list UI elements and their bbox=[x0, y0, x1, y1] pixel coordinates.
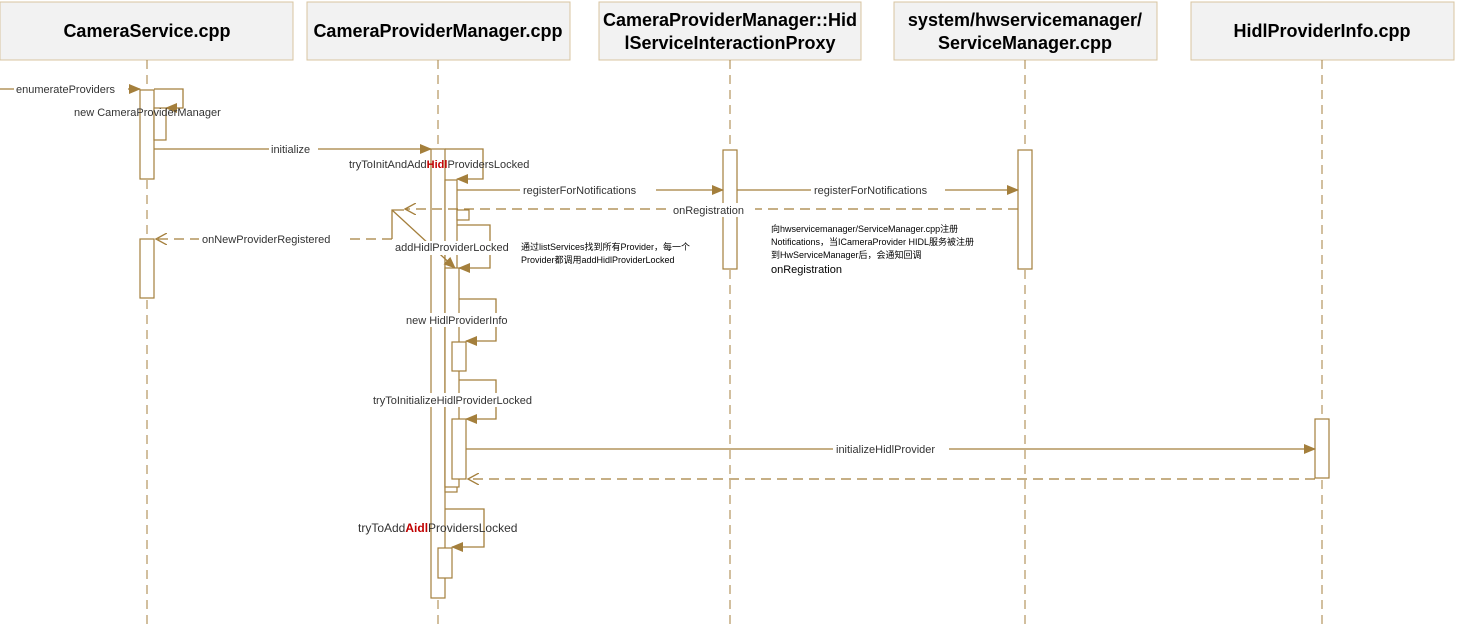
label-new-hidl-provider-info: new HidlProviderInfo bbox=[406, 315, 508, 327]
participant-hidl-proxy: CameraProviderManager::Hid lServiceInter… bbox=[598, 1, 862, 61]
note-registration-line2: Notifications，当ICameraProvider HIDL服务被注册 bbox=[771, 236, 974, 247]
note-registration-line1: 向hwservicemanager/ServiceManager.cpp注册 bbox=[771, 223, 958, 234]
label-new-camera-provider-manager: new CameraProviderManager bbox=[74, 107, 221, 119]
note-registration: 向hwservicemanager/ServiceManager.cpp注册 N… bbox=[771, 223, 974, 276]
label-try-init-hidl: tryToInitAndAddHidlProvidersLocked bbox=[349, 159, 529, 171]
participant-label: CameraService.cpp bbox=[63, 21, 230, 41]
message-labels: enumerateProviders new CameraProviderMan… bbox=[14, 82, 949, 535]
participant-label-line1: system/hwservicemanager/ bbox=[908, 10, 1142, 30]
msg-try-init-hidl-line bbox=[445, 148, 484, 184]
activation-camera-service-2 bbox=[139, 238, 155, 299]
activation-service-manager bbox=[1017, 149, 1033, 270]
activation-cpm-new-hidl-provider-info bbox=[451, 341, 467, 372]
activation-cpm-small bbox=[456, 209, 470, 221]
participant-camera-provider-manager: CameraProviderManager.cpp bbox=[306, 1, 571, 61]
label-initialize: initialize bbox=[271, 144, 310, 156]
label-initialize-hidl-provider: initializeHidlProvider bbox=[836, 444, 935, 456]
lifelines bbox=[146, 60, 1323, 627]
note-list-services-line2: Provider都调用addHidlProviderLocked bbox=[521, 255, 675, 265]
activations bbox=[139, 89, 1330, 599]
activation-camera-service-nested bbox=[153, 107, 167, 141]
participant-label-line2: ServiceManager.cpp bbox=[938, 33, 1112, 53]
note-registration-line4: onRegistration bbox=[771, 264, 842, 276]
label-try-initialize-hidl-provider-locked: tryToInitializeHidlProviderLocked bbox=[373, 395, 532, 407]
participant-hidl-provider-info: HidlProviderInfo.cpp bbox=[1190, 1, 1455, 61]
label-try-add-aidl: tryToAddAidlProvidersLocked bbox=[358, 521, 517, 535]
label-enumerate-providers: enumerateProviders bbox=[16, 84, 116, 96]
participant-camera-service: CameraService.cpp bbox=[0, 1, 294, 61]
participant-label-line2: lServiceInteractionProxy bbox=[624, 33, 835, 53]
label-on-new-provider-registered: onNewProviderRegistered bbox=[202, 234, 330, 246]
msg-new-cpm-line bbox=[154, 88, 184, 113]
note-list-services: 通过listServices找到所有Provider，每一个 Provider都… bbox=[521, 241, 690, 265]
on-registration-crossing bbox=[391, 209, 456, 269]
label-register-for-notifications-1: registerForNotifications bbox=[523, 185, 637, 197]
activation-camera-service-1 bbox=[139, 89, 155, 180]
note-list-services-line1: 通过listServices找到所有Provider，每一个 bbox=[521, 241, 690, 252]
participant-label: HidlProviderInfo.cpp bbox=[1233, 21, 1410, 41]
activation-hidl-provider-info bbox=[1314, 418, 1330, 479]
note-registration-line3: 到HwServiceManager后，会通知回调 bbox=[771, 249, 922, 260]
crossing-diagonal bbox=[391, 209, 456, 269]
activation-cpm-try-initialize bbox=[451, 418, 467, 480]
label-add-hidl-provider-locked: addHidlProviderLocked bbox=[395, 242, 509, 254]
participant-service-manager: system/hwservicemanager/ ServiceManager.… bbox=[893, 1, 1158, 61]
participant-label-line1: CameraProviderManager::Hid bbox=[603, 10, 857, 30]
activation-cpm-try-add-aidl bbox=[437, 547, 453, 579]
participant-label: CameraProviderManager.cpp bbox=[313, 21, 562, 41]
label-register-for-notifications-2: registerForNotifications bbox=[814, 185, 928, 197]
crossing-vertical bbox=[391, 209, 404, 239]
label-on-registration: onRegistration bbox=[673, 205, 744, 217]
msg-try-add-aidl-line bbox=[445, 508, 485, 552]
